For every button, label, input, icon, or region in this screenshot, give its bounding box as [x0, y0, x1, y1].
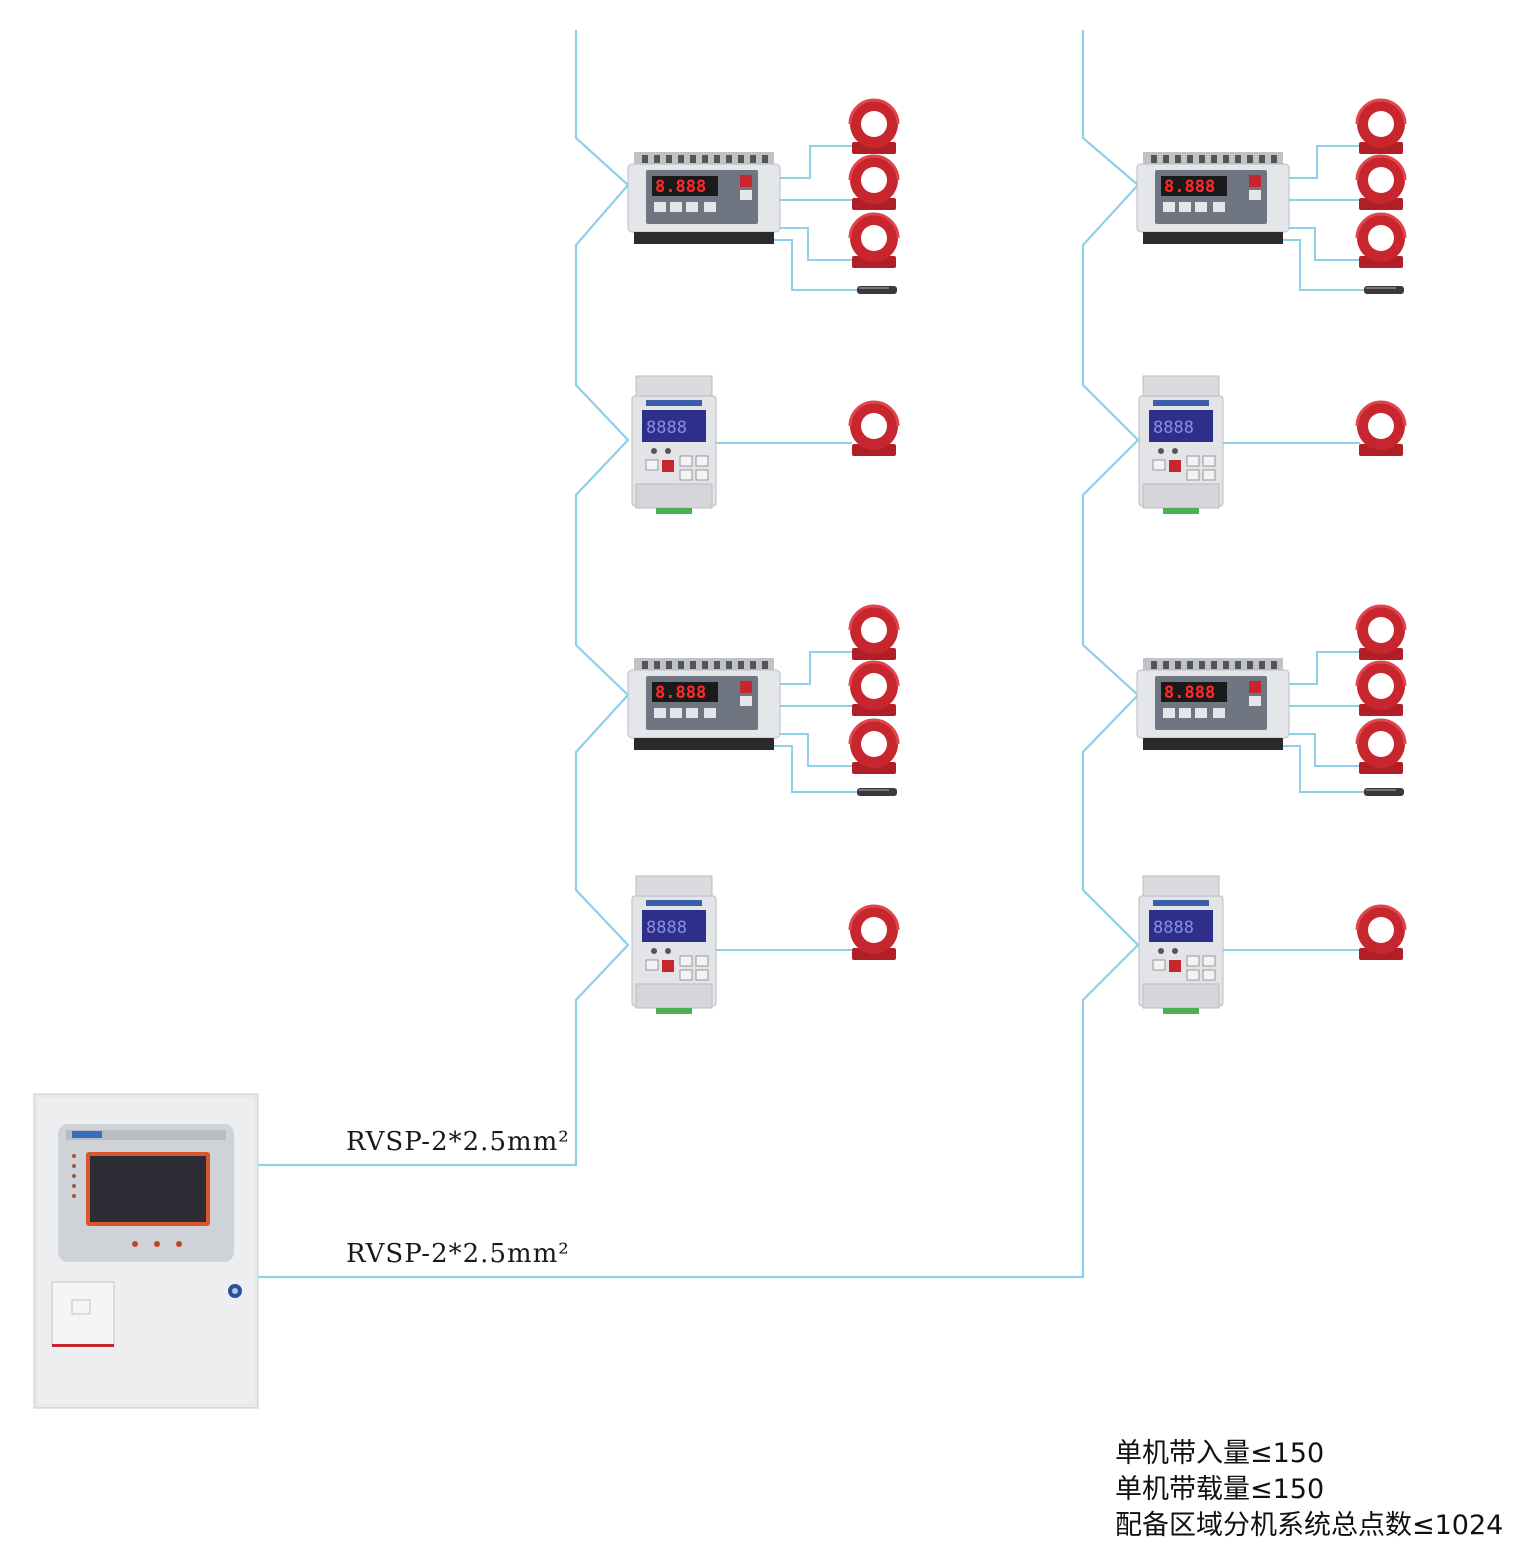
residual-current-transformer-icon	[848, 660, 900, 718]
bus-wire-right	[258, 30, 1140, 1279]
temperature-probe-icon	[1364, 788, 1404, 796]
residual-current-transformer-icon	[848, 400, 900, 458]
single-channel-detector-icon	[631, 875, 717, 1015]
residual-current-transformer-icon	[848, 718, 900, 776]
multi-channel-detector-icon	[627, 151, 781, 245]
single-channel-detector-icon	[631, 375, 717, 515]
residual-current-transformer-icon	[848, 212, 900, 270]
temperature-probe-icon	[1364, 286, 1404, 294]
bus-wire-left	[258, 30, 630, 1167]
note-input-capacity: 单机带入量≤150	[1115, 1438, 1325, 1469]
temperature-probe-icon	[857, 788, 897, 796]
fire-monitor-host-icon	[33, 1093, 259, 1409]
residual-current-transformer-icon	[1355, 904, 1407, 962]
residual-current-transformer-icon	[848, 154, 900, 212]
cable-spec-label-2: RVSP-2*2.5mm²	[346, 1239, 570, 1269]
multi-channel-detector-icon	[1136, 657, 1290, 751]
residual-current-transformer-icon	[1355, 660, 1407, 718]
multi-channel-detector-icon	[627, 657, 781, 751]
residual-current-transformer-icon	[848, 904, 900, 962]
cable-spec-label-1: RVSP-2*2.5mm²	[346, 1127, 570, 1157]
residual-current-transformer-icon	[1355, 604, 1407, 662]
single-channel-detector-icon	[1138, 875, 1224, 1015]
residual-current-transformer-icon	[848, 98, 900, 156]
note-load-capacity: 单机带载量≤150	[1115, 1474, 1325, 1505]
note-total-points: 配备区域分机系统总点数≤1024	[1115, 1510, 1504, 1541]
residual-current-transformer-icon	[1355, 718, 1407, 776]
system-capacity-notes: 单机带入量≤150 单机带载量≤150 配备区域分机系统总点数≤1024	[1115, 1436, 1503, 1544]
residual-current-transformer-icon	[1355, 98, 1407, 156]
multi-channel-detector-icon	[1136, 151, 1290, 245]
residual-current-transformer-icon	[848, 604, 900, 662]
residual-current-transformer-icon	[1355, 400, 1407, 458]
current-transformer-group	[848, 98, 1407, 962]
temperature-probe-icon	[857, 286, 897, 294]
sensor-wires	[716, 145, 1368, 951]
single-channel-detector-icon	[1138, 375, 1224, 515]
residual-current-transformer-icon	[1355, 212, 1407, 270]
residual-current-transformer-icon	[1355, 154, 1407, 212]
